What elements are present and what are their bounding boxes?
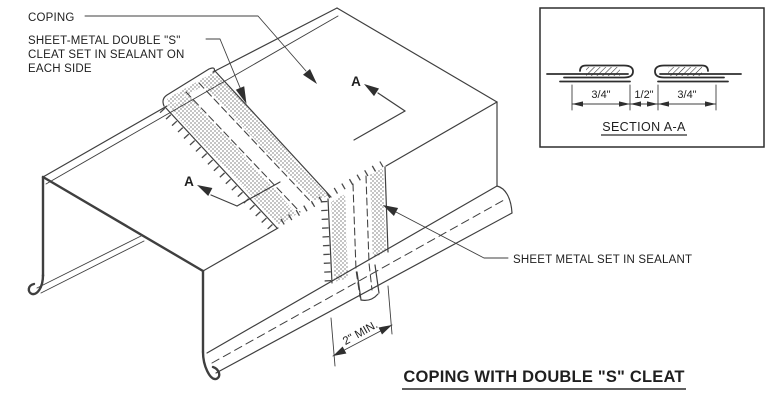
dim-extension-line-right bbox=[387, 285, 393, 335]
section-aa-inset: 3/4" 1/2" 3/4" SECTION A-A bbox=[539, 7, 765, 148]
strip-stipple-front-right bbox=[370, 168, 386, 258]
strip-end-cap-edge bbox=[162, 67, 216, 107]
coping-leader-line bbox=[84, 15, 307, 72]
sec-arrow-6 bbox=[705, 101, 716, 107]
strip-stipple-front-left bbox=[331, 194, 348, 282]
section-caption: SECTION A-A bbox=[602, 120, 686, 134]
cleat-leader-line bbox=[205, 38, 242, 91]
sheet-metal-leader-line bbox=[395, 211, 509, 259]
strip-hidden-seam-1-top bbox=[185, 91, 301, 213]
cleat-leader-arrow bbox=[235, 86, 247, 104]
back-leg-hem-line-1 bbox=[36, 235, 142, 289]
coping-back-ridge-right bbox=[212, 7, 338, 73]
sealant-hatch-right bbox=[668, 67, 702, 76]
sec-arrow-1 bbox=[572, 101, 583, 107]
strip-left-edge-front bbox=[327, 198, 333, 284]
drip-edge-lower bbox=[215, 212, 513, 374]
coping-front-fold-edge-left bbox=[202, 227, 279, 272]
cleat-label-line2: CLEAT SET IN SEALANT ON bbox=[28, 49, 185, 61]
coping-front-hem-hook bbox=[201, 350, 221, 381]
back-leg-hem-line-2 bbox=[40, 240, 145, 294]
section-cut-marker-left: A bbox=[184, 174, 281, 207]
cleat-cover-strip bbox=[159, 67, 389, 301]
strip-stipple-cap bbox=[167, 72, 215, 106]
sec-arrow-4 bbox=[647, 101, 658, 107]
sheet-metal-leader-arrow bbox=[382, 205, 399, 216]
strip-tab-left-edge bbox=[356, 271, 362, 301]
sec-dim-left-label: 3/4" bbox=[591, 89, 610, 101]
strip-stipple-top-right bbox=[202, 74, 328, 201]
strip-hidden-seam-1-front bbox=[352, 183, 361, 298]
section-marker-a-left-label: A bbox=[184, 174, 194, 189]
strip-tab-rounded-end bbox=[360, 293, 379, 301]
strip-hidden-seam-2-top bbox=[198, 82, 314, 205]
strip-right-edge-front bbox=[384, 166, 389, 253]
drip-edge-hidden-centerline bbox=[211, 199, 505, 364]
dim-arrow-left bbox=[333, 346, 347, 356]
section-cut-tail-left bbox=[210, 194, 238, 207]
drip-edge-upper bbox=[206, 185, 498, 354]
strip-left-edge-top bbox=[164, 106, 278, 229]
strip-hidden-seam-2-front bbox=[365, 175, 373, 291]
dim-2min-label: 2" MIN. bbox=[341, 319, 380, 348]
section-cut-marker-top: A bbox=[351, 74, 406, 141]
coping-body bbox=[27, 7, 513, 381]
strip-right-edge-top bbox=[214, 70, 332, 198]
coping-left-hem-hook bbox=[27, 273, 45, 296]
drip-edge-rounded-end bbox=[496, 185, 513, 214]
cleat-callout: SHEET-METAL DOUBLE "S" CLEAT SET IN SEAL… bbox=[28, 35, 247, 104]
sheet-metal-callout: SHEET METAL SET IN SEALANT bbox=[382, 205, 692, 266]
coping-label: COPING bbox=[28, 12, 75, 24]
coping-front-fold-edge-right bbox=[385, 101, 498, 167]
dimension-2min: 2" MIN. bbox=[330, 285, 393, 367]
sec-dim-right-label: 3/4" bbox=[677, 89, 696, 101]
sec-arrow-3 bbox=[630, 101, 641, 107]
section-cut-line-left bbox=[236, 181, 281, 207]
section-cut-tail-top bbox=[377, 92, 406, 112]
cleat-label-line1: SHEET-METAL DOUBLE "S" bbox=[28, 35, 181, 47]
section-arrow-left bbox=[197, 185, 213, 196]
sealant-hatch-left bbox=[586, 67, 620, 76]
coping-leader-arrow bbox=[303, 69, 317, 84]
strip-tab-right-edge bbox=[374, 264, 380, 294]
strip-crimp-ticks-left-top bbox=[159, 107, 277, 234]
strip-crimp-ticks-left-front bbox=[320, 200, 332, 284]
coping-left-end-top-edge bbox=[41, 175, 205, 273]
drawing-title-group: COPING WITH DOUBLE "S" CLEAT bbox=[402, 368, 686, 390]
cleat-profile-right-outer bbox=[654, 64, 725, 79]
sheet-metal-label: SHEET METAL SET IN SEALANT bbox=[513, 254, 692, 266]
cleat-profile-left-outer bbox=[563, 64, 634, 79]
cleat-label-line3: EACH SIDE bbox=[28, 63, 92, 75]
coping-back-ridge-left bbox=[42, 105, 168, 178]
sec-dim-center-label: 1/2" bbox=[634, 89, 653, 101]
section-marker-a-top-label: A bbox=[351, 74, 361, 89]
strip-stipple-top-left bbox=[168, 95, 297, 225]
drawing-title: COPING WITH DOUBLE "S" CLEAT bbox=[403, 368, 684, 386]
section-arrow-top bbox=[364, 84, 379, 97]
coping-callout: COPING bbox=[28, 12, 317, 84]
section-cut-line-top bbox=[353, 110, 406, 141]
dim-arrow-right bbox=[378, 325, 392, 335]
dim-extension-line-left bbox=[330, 317, 336, 367]
sec-arrow-2 bbox=[619, 101, 630, 107]
coping-right-end-top-edge bbox=[336, 7, 498, 103]
sec-arrow-5 bbox=[658, 101, 669, 107]
